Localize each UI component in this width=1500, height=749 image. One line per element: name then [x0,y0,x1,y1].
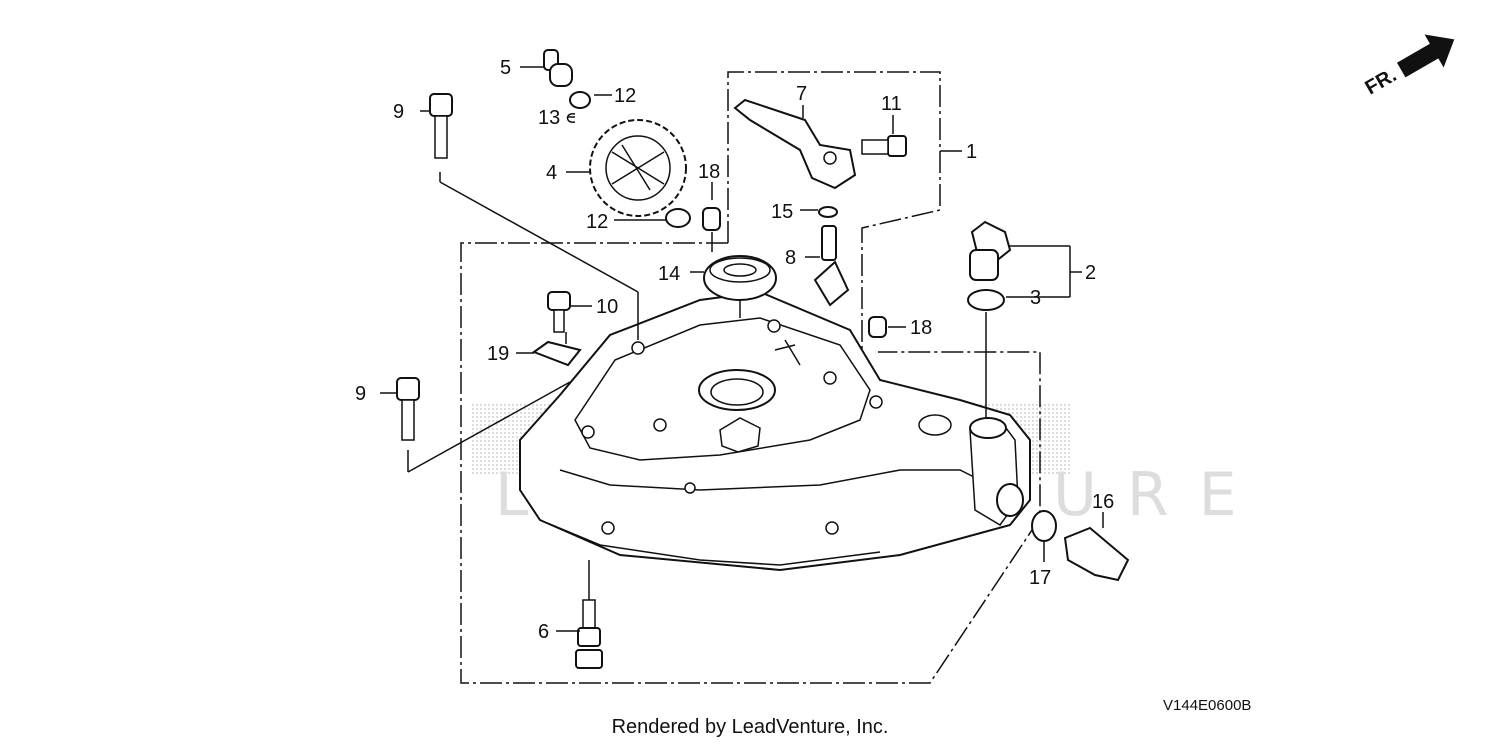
stud-bolt [575,599,603,669]
callout-15: 15 [771,201,793,223]
footer-credit: Rendered by LeadVenture, Inc. [611,716,889,738]
dowel-pin-upper [702,207,721,231]
callout-18-right: 18 [910,317,932,339]
callout-13: 13 [538,107,560,129]
drain-washer [1031,510,1057,542]
flange-bolt-upper [429,93,453,159]
callout-18-upper: 18 [698,161,720,183]
callout-11: 11 [881,93,902,115]
governor-shaft [813,225,850,307]
o-ring [967,289,1005,311]
bracket-plate [531,340,582,367]
assembly-outline-upper [727,71,941,352]
callout-6: 6 [538,621,549,643]
crankcase-cover [519,290,1031,572]
callout-9-upper: 9 [393,101,404,123]
callout-3: 3 [1030,287,1041,309]
bracket-bolt [547,291,571,333]
callout-7: 7 [796,83,807,105]
governor-arm [733,98,857,190]
callout-12-lower: 12 [586,211,608,233]
dowel-pin-right [868,316,887,338]
arm-bolt [861,135,907,157]
leader-lines [380,66,1104,632]
flange-bolt-lower [396,377,420,441]
diagram-code: V144E0600B [1163,697,1252,714]
front-direction-arrow: FR. [1362,34,1455,99]
seal-washer [818,206,838,218]
drain-bolt [1063,526,1130,582]
governor-gear [589,119,687,217]
callout-19: 19 [487,343,509,365]
oil-seal [703,255,777,301]
callout-12-upper: 12 [614,85,636,107]
callout-1: 1 [966,141,977,163]
callout-5: 5 [500,57,511,79]
washer-upper [569,91,591,109]
callout-9-lower: 9 [355,383,366,405]
washer-lower [665,208,691,228]
assembly-outline-main [460,242,1041,684]
svg-text:FR.: FR. [1362,64,1401,99]
governor-shaft-pin [543,49,573,87]
callout-16: 16 [1092,491,1114,513]
callout-14: 14 [658,263,680,285]
clip [566,113,576,123]
callout-10: 10 [596,296,618,318]
callout-4: 4 [546,162,557,184]
callout-8: 8 [785,247,796,269]
callout-17: 17 [1029,567,1051,589]
callout-2: 2 [1085,262,1096,284]
oil-filler-cap [969,220,1012,281]
